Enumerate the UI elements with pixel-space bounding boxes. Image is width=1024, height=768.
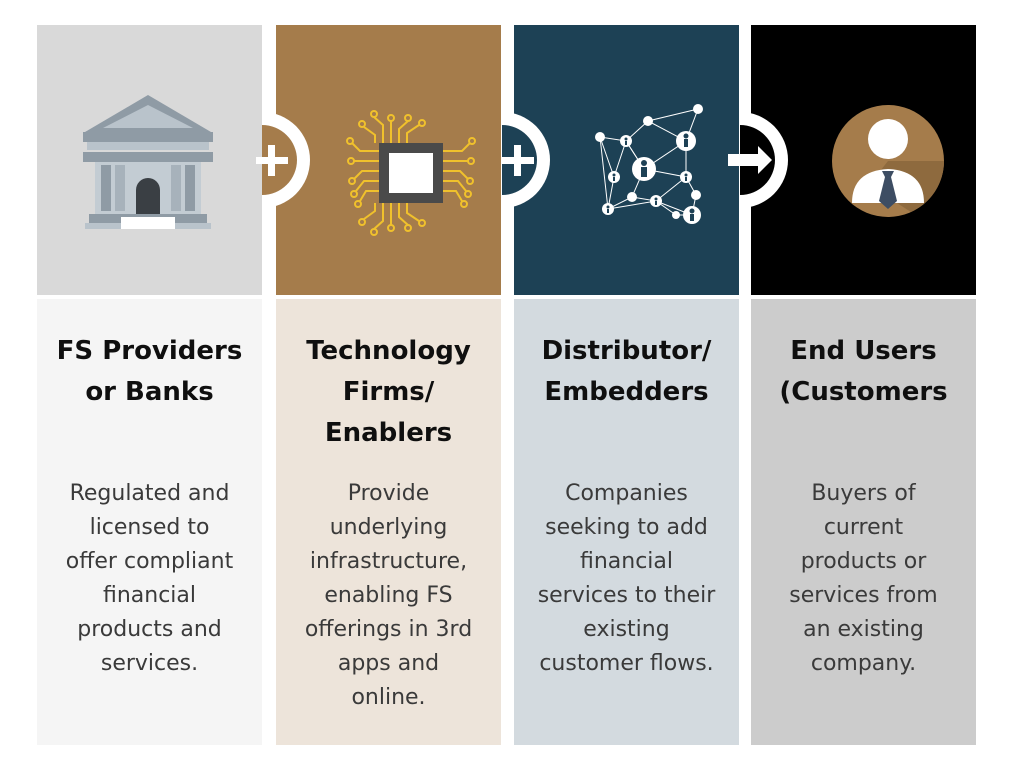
connector-plus-2	[502, 112, 550, 208]
column-technology-firms: Technology Firms/ Enablers Provide under…	[276, 25, 501, 745]
arrow-right-icon	[728, 146, 772, 174]
column-heading: FS Providers or Banks	[56, 336, 243, 407]
column-heading: End Users (Customers	[779, 336, 948, 407]
column-description: Regulated and licensed to offer complian…	[65, 481, 234, 676]
column-body-panel: Distributor/ Embedders Companies seeking…	[514, 299, 739, 745]
column-header-panel	[751, 25, 976, 295]
column-heading: Technology Firms/ Enablers	[306, 336, 471, 448]
column-header-panel	[37, 25, 262, 295]
column-header-panel	[276, 25, 501, 295]
column-distributors: Distributor/ Embedders Companies seeking…	[514, 25, 739, 745]
plus-icon	[256, 145, 288, 176]
column-body-panel: FS Providers or Banks Regulated and lice…	[37, 299, 262, 745]
column-body-panel: End Users (Customers Buyers of current p…	[751, 299, 976, 745]
businessman-avatar-icon	[832, 105, 944, 217]
column-heading: Distributor/ Embedders	[541, 336, 712, 407]
connector-plus-1	[256, 112, 310, 208]
column-description: Buyers of current products or services f…	[789, 481, 938, 676]
column-body-panel: Technology Firms/ Enablers Provide under…	[276, 299, 501, 745]
column-description: Provide underlying infrastructure, enabl…	[304, 481, 473, 710]
plus-icon	[502, 145, 534, 176]
connector-arrow-3	[728, 112, 788, 208]
column-header-panel	[514, 25, 739, 295]
microchip-icon	[346, 110, 476, 236]
column-fs-providers: FS Providers or Banks Regulated and lice…	[37, 25, 262, 745]
people-network-icon	[595, 104, 703, 224]
column-description: Companies seeking to add financial servi…	[537, 481, 716, 676]
bank-building-icon	[83, 95, 213, 229]
column-end-users: End Users (Customers Buyers of current p…	[751, 25, 976, 745]
